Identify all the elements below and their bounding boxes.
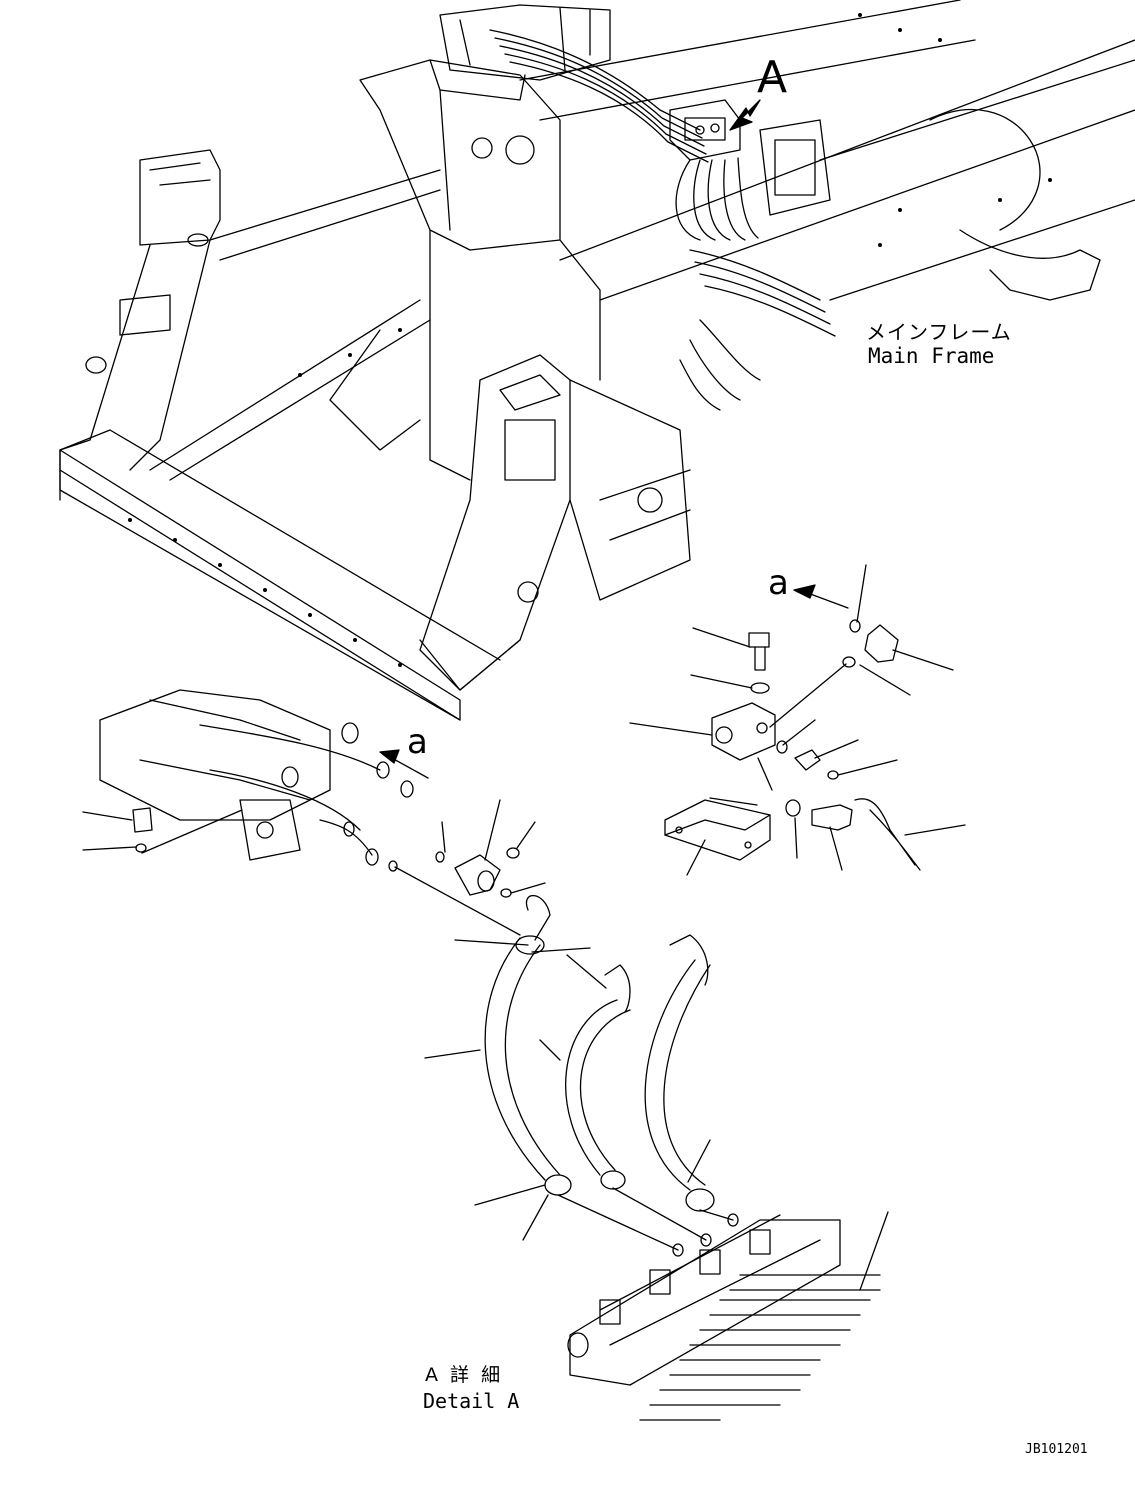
connection-marker-a-upper: a	[768, 563, 789, 603]
connection-marker-a-left: a	[407, 722, 428, 762]
main-frame-label-jp: メインフレーム	[866, 320, 1012, 344]
drawing-code: JB101201	[1025, 1442, 1088, 1457]
connection-arrow-icon	[794, 585, 815, 598]
view-marker-A: A	[757, 52, 788, 103]
connection-arrow-icon-2	[380, 750, 399, 763]
detail-label-jp: A 詳 細	[425, 1364, 504, 1386]
detail-label-en: Detail A	[423, 1389, 520, 1413]
main-frame-drawing	[60, 0, 1135, 720]
detail-a-drawing	[83, 565, 965, 1420]
main-frame-label-en: Main Frame	[868, 344, 995, 368]
view-arrow-icon	[730, 100, 760, 130]
